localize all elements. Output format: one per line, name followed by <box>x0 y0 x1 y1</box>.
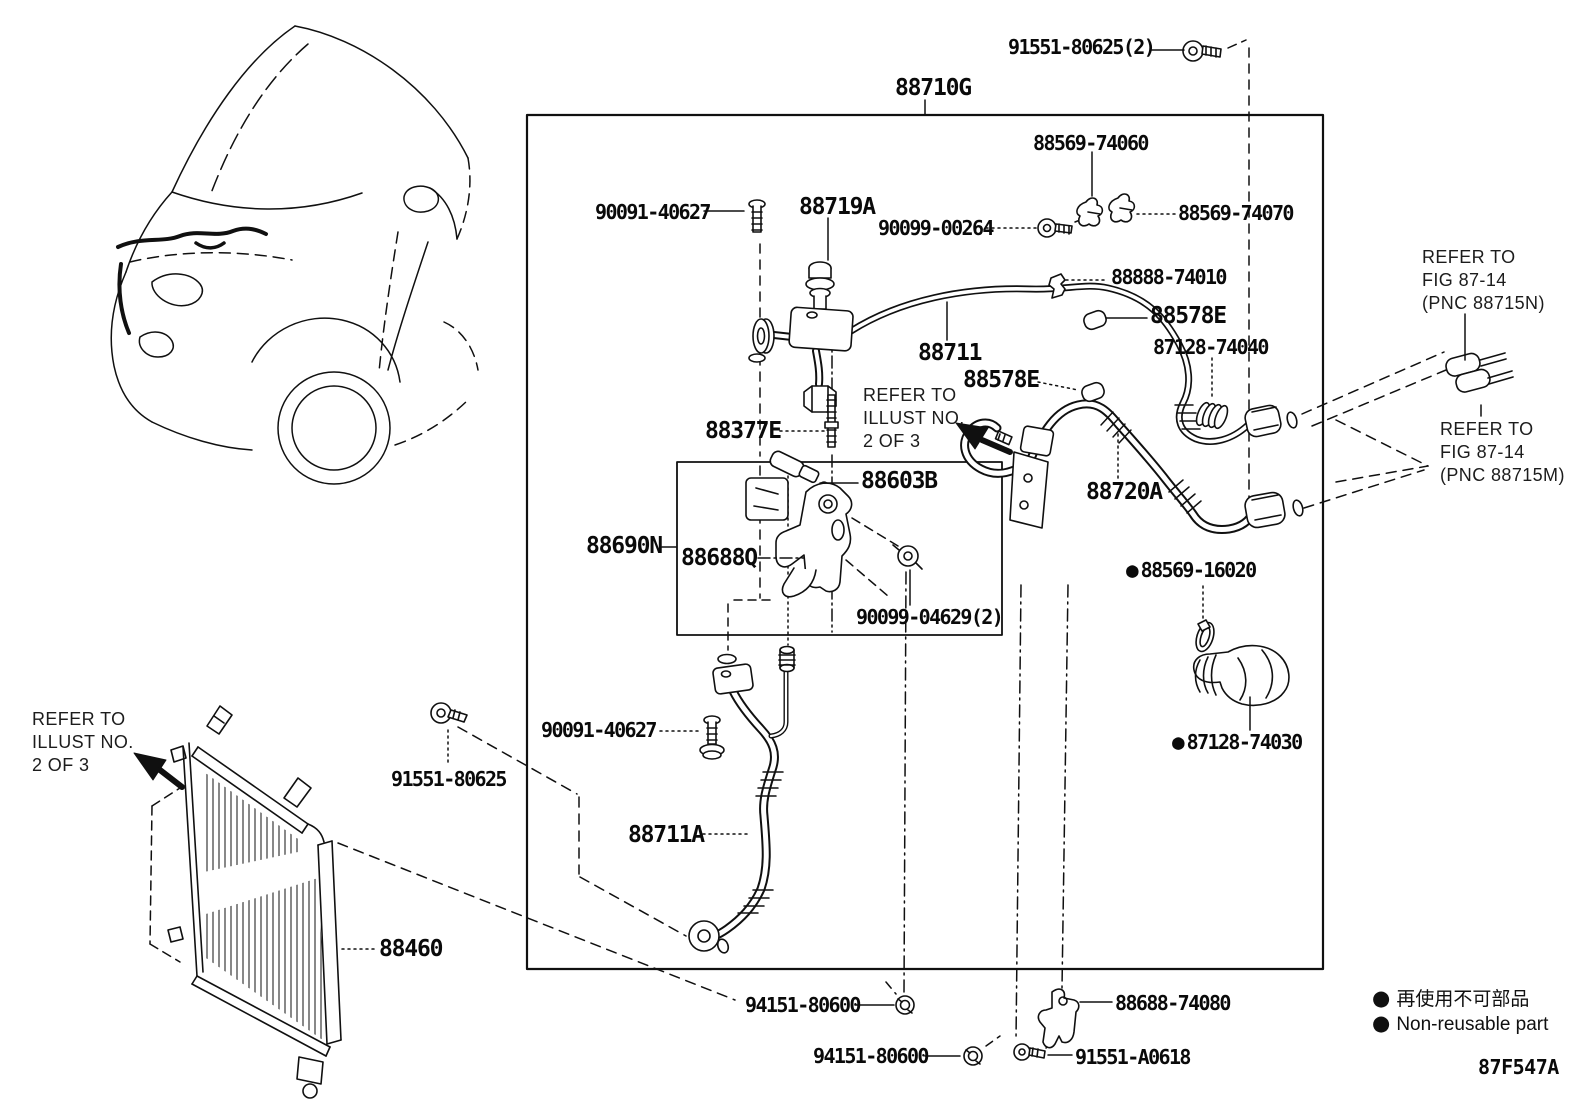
part-number-94151-80600-b: 94151-80600 <box>813 1044 929 1068</box>
bolt-88719A <box>805 261 835 310</box>
screw-91551-80625-top <box>1182 40 1222 62</box>
part-number-87128-74030: ●87128-74030 <box>1172 730 1303 754</box>
note-refer-illust-center: REFER TO ILLUST NO. 2 OF 3 <box>863 385 965 451</box>
part-number-91551-A0618: 91551-A0618 <box>1075 1045 1191 1069</box>
non-reusable-bullet-icon: ● <box>1172 730 1185 754</box>
arrow-icon <box>133 752 167 781</box>
legend-non-reusable-jp: ●再使用不可部品 <box>1372 984 1529 1011</box>
part-number-88569-74060: 88569-74060 <box>1033 131 1149 155</box>
sub-assembly-box <box>676 461 1003 636</box>
part-number-90091-40627-bottom: 90091-40627 <box>541 718 657 742</box>
part-number-88711A: 88711A <box>628 822 705 848</box>
fasteners-and-small-parts <box>430 40 1514 1066</box>
part-number-94151-80600-a: 94151-80600 <box>745 993 861 1017</box>
hose-88711A-fittings <box>688 645 796 954</box>
note-refer-illust-left: REFER TO ILLUST NO. 2 OF 3 <box>32 709 134 775</box>
screw-91551-A0618 <box>1013 1043 1046 1061</box>
part-number-87128-74040: 87128-74040 <box>1153 335 1269 359</box>
non-reusable-bullet-icon: ● <box>1372 1011 1391 1035</box>
part-number-90099-00264: 90099-00264 <box>878 216 994 240</box>
clamp-88569-74060 <box>1076 197 1104 227</box>
part-number-88578E-lower: 88578E <box>963 367 1040 393</box>
legend-text-en: Non-reusable part <box>1396 1014 1549 1035</box>
part-number-88578E-upper: 88578E <box>1150 303 1227 329</box>
part-number-88377E: 88377E <box>705 418 782 444</box>
part-number-88888-74010: 88888-74010 <box>1111 265 1227 289</box>
screw-90091-40627-top <box>748 199 766 233</box>
bolt-90099-04629 <box>892 544 923 570</box>
part-number-88690N: 88690N <box>586 533 663 559</box>
part-number-text: 88569-16020 <box>1140 558 1257 582</box>
coil-87128-74040 <box>1195 401 1229 430</box>
hose-ribbed-sleeves <box>737 404 1202 914</box>
part-number-88688-74080: 88688-74080 <box>1115 991 1231 1015</box>
legend-non-reusable-en: ●Non-reusable part <box>1372 1011 1548 1036</box>
vehicle-outline-sketch <box>110 25 479 485</box>
mating-connector <box>1445 352 1514 393</box>
leader-lines <box>341 49 1482 1057</box>
non-reusable-bullet-icon: ● <box>1372 986 1391 1010</box>
part-number-88720A: 88720A <box>1086 479 1163 505</box>
clamp-88569-74070 <box>1108 193 1136 223</box>
part-number-text: 87128-74030 <box>1186 730 1303 754</box>
screw-91551-80625-bottom <box>430 702 468 724</box>
screw-90091-40627-bottom <box>699 715 725 760</box>
part-number-88711: 88711 <box>918 340 982 366</box>
non-reusable-bullet-icon: ● <box>1126 558 1139 582</box>
stud-88377E <box>824 394 839 448</box>
pressure-switch-88603B <box>745 450 829 521</box>
part-number-88569-16020: ●88569-16020 <box>1126 558 1257 582</box>
clamp-88569-16020 <box>1195 619 1215 653</box>
reference-arrows <box>133 422 1013 790</box>
part-number-88688Q: 88688Q <box>681 545 758 571</box>
bracket-88688Q <box>775 482 853 598</box>
clip-88888-74010 <box>1048 273 1066 299</box>
part-number-90091-40627-top: 90091-40627 <box>595 200 711 224</box>
cushion-88578E-upper <box>1083 309 1107 331</box>
o-ring <box>717 653 737 665</box>
screw-90099-00264 <box>1037 218 1073 238</box>
pipe-end-fittings-right <box>1244 404 1304 529</box>
refrigerant-pipes <box>697 282 1259 944</box>
part-number-91551-80625-2: 91551-80625(2) <box>1008 35 1156 59</box>
condenser-drawing <box>167 705 342 1099</box>
part-number-88460: 88460 <box>379 936 443 962</box>
note-refer-fig-87-14-pnc-88715m: REFER TO FIG 87-14 (PNC 88715M) <box>1440 419 1565 485</box>
nut-94151-80600-a <box>895 995 915 1015</box>
part-number-88569-74070: 88569-74070 <box>1178 201 1294 225</box>
legend-text-jp: 再使用不可部品 <box>1396 989 1530 1010</box>
boot-87128-74030 <box>1192 644 1290 707</box>
figure-code: 87F547A <box>1478 1055 1559 1079</box>
cushion-88578E-lower <box>1081 381 1105 403</box>
main-assembly-box <box>525 113 1325 971</box>
pipe-union-block <box>748 306 854 413</box>
bracket-88688-74080 <box>1037 988 1080 1049</box>
nut-94151-80600-b <box>963 1046 983 1066</box>
part-number-90099-04629-2: 90099-04629(2) <box>856 605 1004 629</box>
part-number-88603B: 88603B <box>861 468 938 494</box>
part-number-88719A: 88719A <box>799 194 876 220</box>
note-refer-fig-87-14-pnc-88715n: REFER TO FIG 87-14 (PNC 88715N) <box>1422 247 1545 313</box>
o-ring <box>748 353 766 363</box>
assembly-boxes <box>525 113 1325 971</box>
pipe-bracket-center <box>994 425 1055 529</box>
part-number-91551-80625: 91551-80625 <box>391 767 507 791</box>
construction-lines <box>149 39 1447 1049</box>
part-number-88710G: 88710G <box>895 75 972 101</box>
